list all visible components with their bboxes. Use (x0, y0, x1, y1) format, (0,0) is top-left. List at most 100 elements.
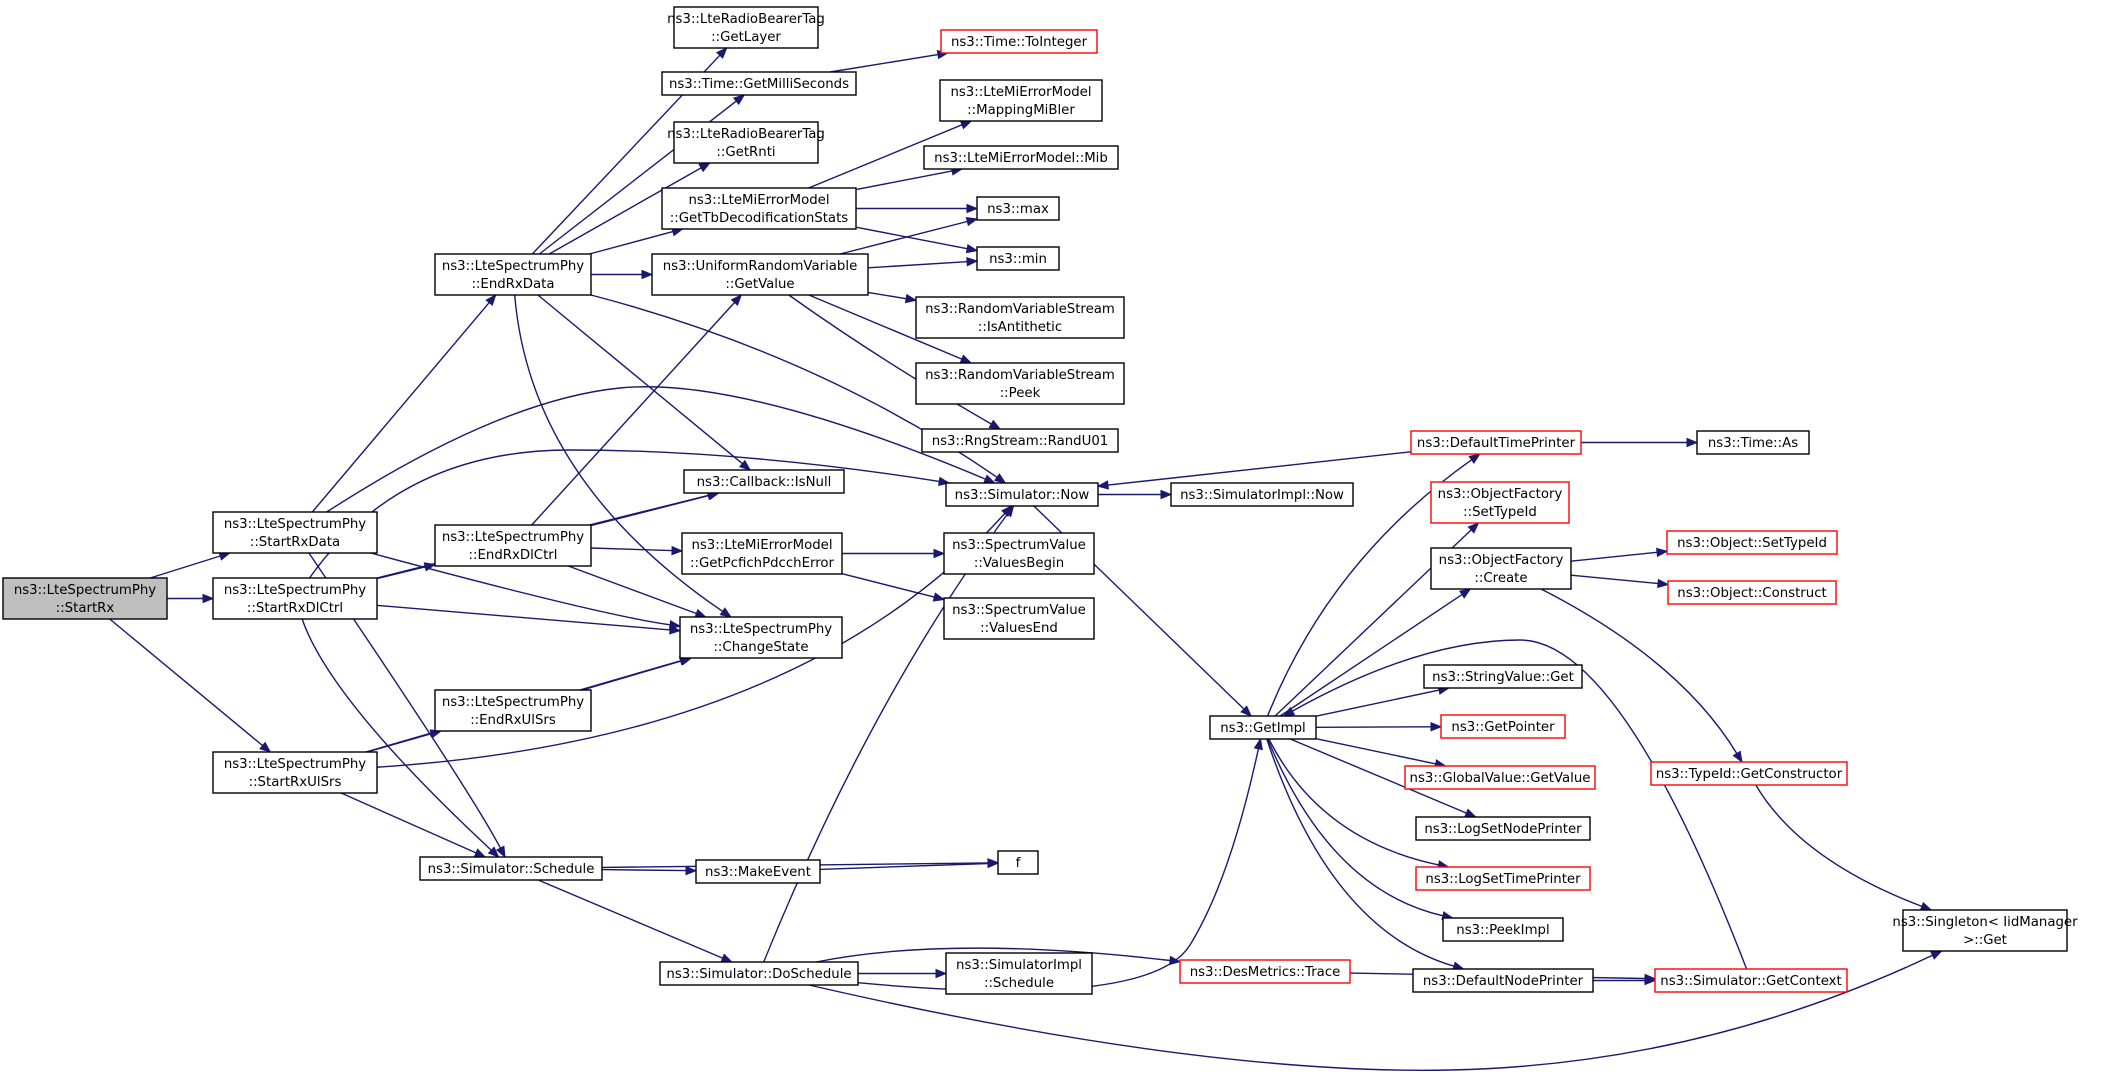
call-edge-line (855, 170, 953, 191)
call-edge-line (1107, 451, 1412, 486)
call-edge (1096, 451, 1412, 490)
function-node-uniform-get-value[interactable]: ns3::UniformRandomVariable::GetValue (651, 253, 869, 296)
arrowhead-icon (732, 94, 746, 106)
function-node-is-antithetic[interactable]: ns3::RandomVariableStream::IsAntithetic (915, 296, 1125, 339)
node-box (1179, 959, 1351, 984)
function-node-get-milli[interactable]: ns3::Time::GetMilliSeconds (661, 71, 857, 96)
function-node-start-rx-ul-srs[interactable]: ns3::LteSpectrumPhy::StartRxUlSrs (212, 751, 378, 794)
node-label: ::GetValue (725, 277, 794, 292)
function-node-to-integer[interactable]: ns3::Time::ToInteger (940, 29, 1098, 54)
call-edge (537, 294, 752, 471)
function-node-start-rx-data[interactable]: ns3::LteSpectrumPhy::StartRxData (212, 511, 378, 554)
arrowhead-icon (966, 256, 979, 267)
function-node-log-time[interactable]: ns3::LogSetTimePrinter (1415, 866, 1591, 891)
function-node-of-create[interactable]: ns3::ObjectFactory::Create (1430, 547, 1572, 590)
function-node-schedule[interactable]: ns3::Simulator::Schedule (419, 856, 603, 881)
node-label: ns3::RandomVariableStream (925, 302, 1115, 317)
node-box (915, 296, 1125, 339)
function-node-obj-construct[interactable]: ns3::Object::Construct (1667, 580, 1837, 605)
function-node-peek-impl[interactable]: ns3::PeekImpl (1442, 917, 1564, 942)
call-edge (856, 203, 979, 214)
function-node-mib[interactable]: ns3::LteMiErrorModel::Mib (923, 145, 1119, 170)
arrowhead-icon (988, 419, 1002, 430)
function-node-peek[interactable]: ns3::RandomVariableStream::Peek (915, 362, 1125, 405)
function-node-global-get[interactable]: ns3::GlobalValue::GetValue (1404, 765, 1596, 790)
arrowhead-icon (987, 858, 1000, 869)
function-node-start-rx[interactable]: ns3::LteSpectrumPhy::StartRx (2, 577, 168, 620)
node-label: ::GetTbDecodificationStats (670, 211, 849, 226)
node-box (1902, 909, 2068, 952)
function-node-time-as[interactable]: ns3::Time::As (1696, 430, 1810, 455)
node-label: ns3::DesMetrics::Trace (1190, 965, 1341, 980)
function-node-min[interactable]: ns3::min (976, 246, 1060, 271)
function-node-is-null[interactable]: ns3::Callback::IsNull (683, 469, 845, 494)
function-node-of-set-type-id[interactable]: ns3::ObjectFactory::SetTypeId (1430, 481, 1570, 524)
call-edge-line (808, 954, 1933, 1071)
node-label: ns3::Object::SetTypeId (1677, 536, 1827, 551)
call-edge-line (1315, 726, 1432, 728)
function-node-def-node-printer[interactable]: ns3::DefaultNodePrinter (1412, 968, 1594, 993)
arrowhead-icon (959, 120, 973, 130)
function-node-def-time-printer[interactable]: ns3::DefaultTimePrinter (1410, 430, 1582, 455)
call-edge (858, 968, 948, 979)
node-label: ::ValuesBegin (974, 556, 1064, 571)
node-box (976, 246, 1060, 271)
node-label: ns3::Simulator::Schedule (428, 862, 595, 877)
function-node-impl-now[interactable]: ns3::SimulatorImpl::Now (1170, 482, 1354, 507)
function-node-change-state[interactable]: ns3::LteSpectrumPhy::ChangeState (679, 616, 843, 659)
node-label: ns3::UniformRandomVariable (663, 259, 858, 274)
function-node-max[interactable]: ns3::max (976, 196, 1060, 221)
function-node-end-rx-dl-ctrl[interactable]: ns3::LteSpectrumPhy::EndRxDlCtrl (434, 524, 592, 567)
call-edge-line (537, 879, 723, 959)
arrowhead-icon (485, 293, 497, 307)
node-box (915, 362, 1125, 405)
function-node-end-rx-data[interactable]: ns3::LteSpectrumPhy::EndRxData (434, 253, 592, 296)
arrowhead-icon (1464, 808, 1477, 818)
node-label: ns3::StringValue::Get (1432, 670, 1574, 685)
function-node-get-pcfich[interactable]: ns3::LteMiErrorModel::GetPcfichPdcchErro… (681, 532, 843, 575)
node-label: ::StartRxData (250, 535, 340, 550)
function-node-get-impl[interactable]: ns3::GetImpl (1209, 715, 1317, 740)
arrowhead-icon (1240, 705, 1253, 717)
function-node-des-trace[interactable]: ns3::DesMetrics::Trace (1179, 959, 1351, 984)
node-label: ns3::LteSpectrumPhy (14, 583, 156, 598)
function-node-string-get[interactable]: ns3::StringValue::Get (1423, 664, 1583, 689)
function-node-impl-schedule[interactable]: ns3::SimulatorImpl::Schedule (945, 952, 1093, 995)
function-node-get-layer[interactable]: ns3::LteRadioBearerTag::GetLayer (667, 6, 825, 49)
node-label: ::GetPcfichPdcchError (690, 556, 835, 571)
function-node-get-pointer[interactable]: ns3::GetPointer (1440, 714, 1566, 739)
function-node-get-tb-decod[interactable]: ns3::LteMiErrorModel::GetTbDecodificatio… (661, 187, 857, 230)
call-edge (590, 491, 721, 527)
function-node-get-constructor[interactable]: ns3::TypeId::GetConstructor (1650, 761, 1848, 786)
call-edge (1268, 738, 1450, 870)
function-node-get-rnti[interactable]: ns3::LteRadioBearerTag::GetRnti (667, 121, 825, 164)
call-edge-line (149, 555, 221, 579)
function-node-do-schedule[interactable]: ns3::Simulator::DoSchedule (659, 961, 859, 986)
node-box (651, 253, 869, 296)
call-edge (1279, 588, 1472, 717)
node-box (945, 482, 1099, 507)
arrowhead-icon (933, 548, 946, 559)
function-node-start-rx-dl-ctrl[interactable]: ns3::LteSpectrumPhy::StartRxDlCtrl (212, 577, 378, 620)
arrowhead-icon (730, 294, 743, 306)
node-box (695, 859, 821, 884)
function-node-rand-u01[interactable]: ns3::RngStream::RandU01 (921, 428, 1119, 453)
function-node-now[interactable]: ns3::Simulator::Now (945, 482, 1099, 507)
function-node-f[interactable]: f (997, 850, 1039, 875)
function-node-get-context[interactable]: ns3::Simulator::GetContext (1654, 968, 1848, 993)
call-edge-line (855, 226, 968, 250)
function-node-end-rx-ul-srs[interactable]: ns3::LteSpectrumPhy::EndRxUlSrs (434, 689, 592, 732)
function-node-singleton-get[interactable]: ns3::Singleton< IidManager >::Get (1892, 909, 2078, 952)
function-node-obj-set-type-id[interactable]: ns3::Object::SetTypeId (1666, 530, 1838, 555)
arrowhead-icon (1468, 453, 1481, 464)
function-node-make-event[interactable]: ns3::MakeEvent (695, 859, 821, 884)
function-node-mapping-mi-bler[interactable]: ns3::LteMiErrorModel::MappingMiBler (939, 79, 1103, 122)
node-box (419, 856, 603, 881)
function-node-values-end[interactable]: ns3::SpectrumValue::ValuesEnd (943, 597, 1095, 640)
function-node-log-node[interactable]: ns3::LogSetNodePrinter (1415, 816, 1591, 841)
node-label: ::GetRnti (716, 145, 775, 160)
call-edge-line (568, 565, 697, 615)
function-node-values-begin[interactable]: ns3::SpectrumValue::ValuesBegin (943, 532, 1095, 575)
node-box (1404, 765, 1596, 790)
node-label: ns3::Time::GetMilliSeconds (669, 77, 849, 92)
